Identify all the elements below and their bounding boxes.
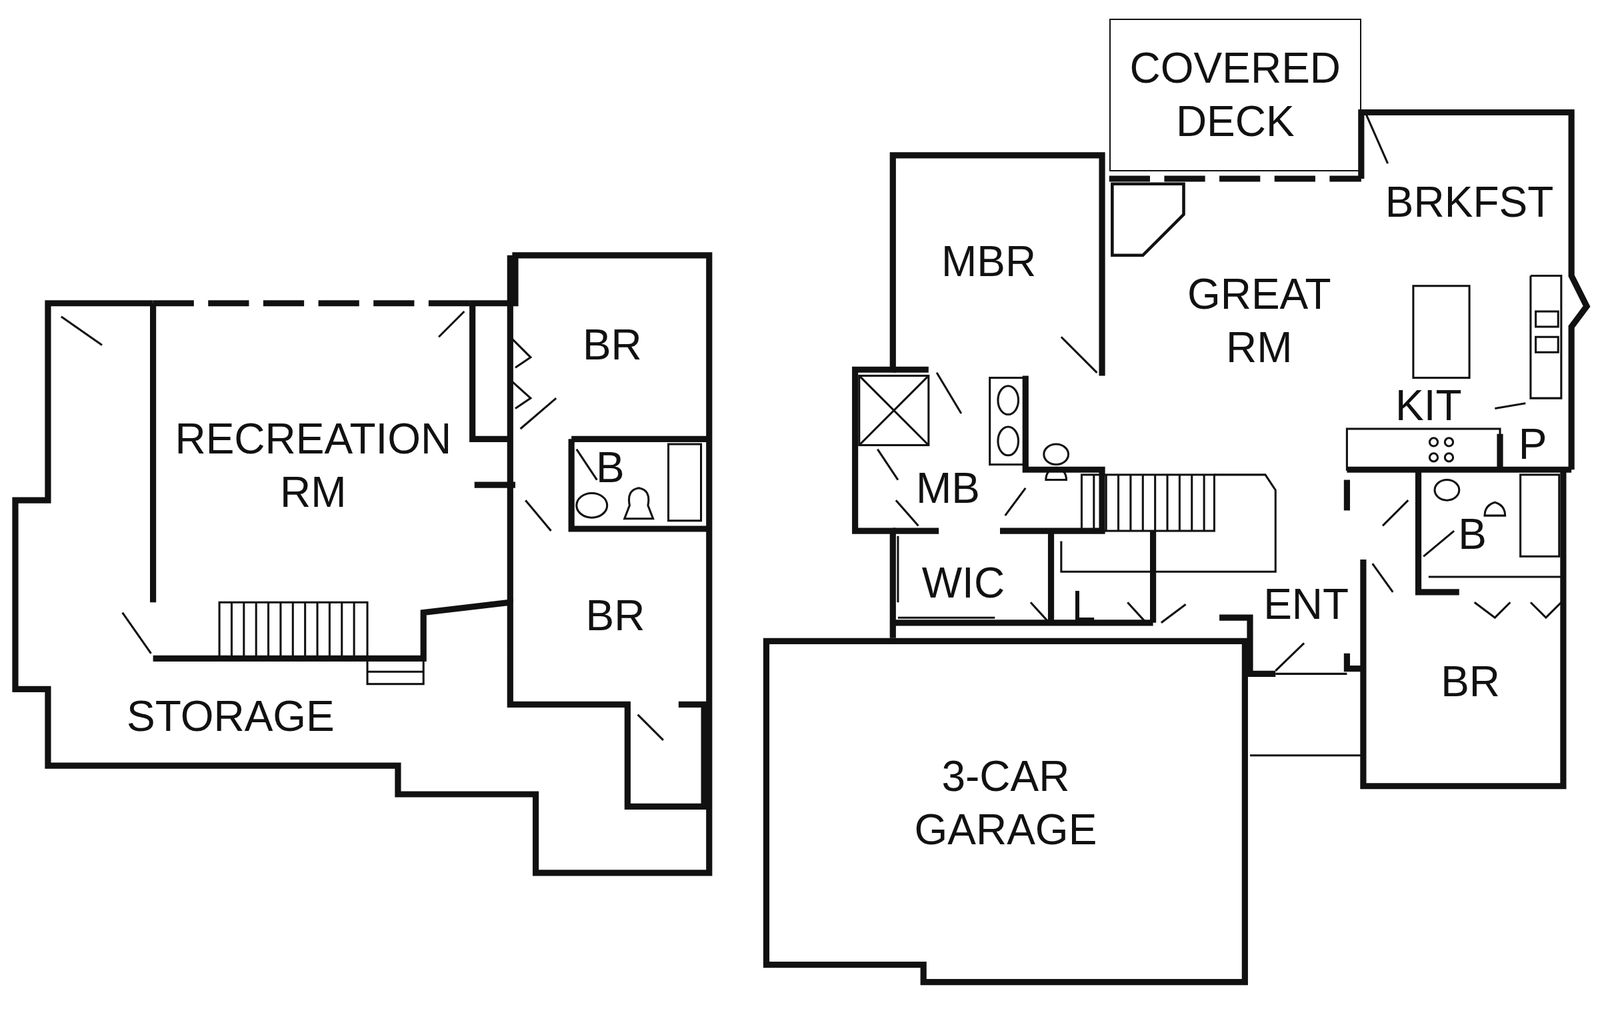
room-label: WIC [922,556,1005,610]
room-label: MB [916,461,980,515]
room-label: B [1458,507,1487,561]
room-label: MBR [941,234,1036,288]
room-label: GREAT RM [1157,267,1362,374]
room-label: BRKFST [1385,175,1554,229]
room-label: L [1072,579,1096,633]
deck-box: COVERED DECK [1109,18,1362,172]
room-name: COVERED DECK [1118,41,1353,148]
room-label: BR [1440,654,1500,708]
room-label: P [1518,417,1548,471]
room-label: BR [582,318,642,372]
room-label: ENT [1263,577,1349,631]
room-label: KIT [1395,378,1462,432]
room-label: RECREATION RM [160,412,466,519]
room-label: BR [586,588,646,642]
garage-box: 3-CAR GARAGE [766,640,1245,964]
room-name: 3-CAR GARAGE [868,749,1144,856]
room-label: STORAGE [126,689,335,743]
room-label: B [596,440,625,494]
